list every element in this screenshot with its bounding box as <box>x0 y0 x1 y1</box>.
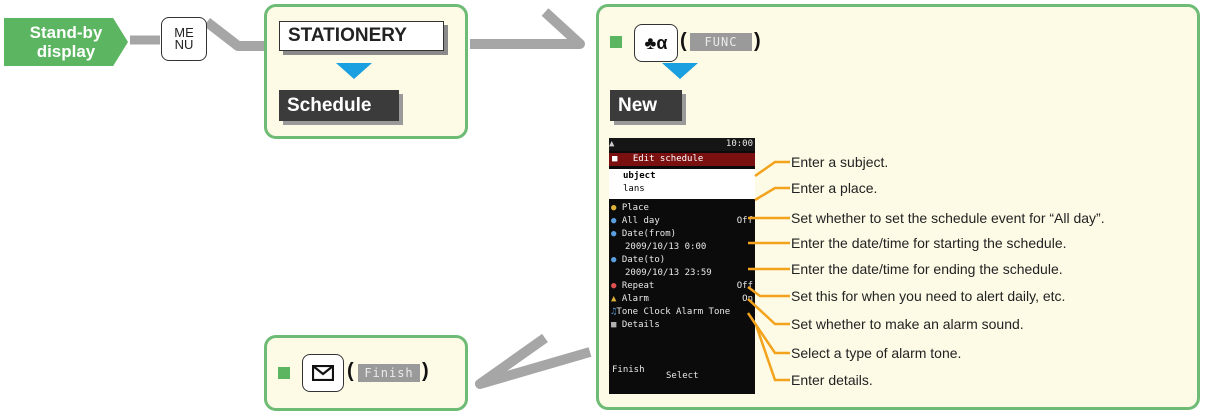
row-tone: ♫Tone Clock Alarm Tone <box>609 306 755 319</box>
function-key-icon: ♣α <box>634 24 678 62</box>
row-text: Date(to) <box>621 255 666 265</box>
details-icon: ■ <box>611 320 617 330</box>
close-paren: ) <box>422 360 429 382</box>
connector-step2-to-finish <box>475 333 592 389</box>
row-text: Repeat <box>621 281 655 291</box>
row-date-from: ● Date(from) <box>609 228 755 241</box>
callout-repeat: Set this for when you need to alert dail… <box>791 288 1066 304</box>
callout-line-place <box>754 186 790 202</box>
row-text: Place <box>621 203 649 213</box>
callout-line-alarm <box>747 298 790 326</box>
header-icon: ■ <box>612 154 618 164</box>
callout-line-subject <box>754 160 790 178</box>
softkey-finish: Finish <box>612 365 645 375</box>
row-details: ■ Details <box>609 319 755 332</box>
envelope-icon <box>312 365 334 381</box>
callout-details: Enter details. <box>791 372 873 388</box>
repeat-value: Off <box>736 281 753 291</box>
subject-value-text: lans <box>623 184 645 194</box>
row-text: Date(from) <box>621 229 677 239</box>
subject-value: lans <box>609 183 755 196</box>
bullet-square <box>610 36 622 48</box>
connector-step1-to-step2 <box>470 8 585 49</box>
row-date-from-value: 2009/10/13 0:00 <box>609 241 755 254</box>
row-text: All day <box>621 216 660 226</box>
screen-softkeys: Finish Select <box>609 364 755 381</box>
callout-line-repeat <box>747 286 790 298</box>
allday-value: Off <box>736 216 753 226</box>
clock-icon: ● <box>611 255 617 265</box>
callout-date-to: Enter the date/time for ending the sched… <box>791 261 1063 277</box>
phone-screen: ▲ 10:00 ■ Edit schedule ubject lans ● Pl… <box>609 138 755 394</box>
tone-icon: ♫ <box>611 307 617 317</box>
subject-field <box>609 169 755 199</box>
row-text: Details <box>621 320 660 330</box>
schedule-label: Schedule <box>279 90 399 121</box>
arrow-down-icon <box>336 63 372 79</box>
mail-key-icon <box>302 354 344 392</box>
row-place: ● Place <box>609 202 755 215</box>
row-allday: ● All day Off <box>609 215 755 228</box>
row-alarm: ▲ Alarm On <box>609 293 755 306</box>
menu-key-bottom: NU <box>174 37 194 52</box>
function-key-glyph: ♣α <box>644 32 668 53</box>
callout-line-details <box>754 324 790 382</box>
callout-alarm: Set whether to make an alarm sound. <box>791 316 1024 332</box>
arrow-down-icon <box>662 63 698 79</box>
signal-icon: ▲ <box>609 139 615 149</box>
callout-subject: Enter a subject. <box>791 154 889 170</box>
callout-place: Enter a place. <box>791 180 878 196</box>
standby-line1: Stand-by <box>29 23 103 42</box>
menu-key-icon: ME NU <box>161 17 207 61</box>
menu-key-top: ME <box>174 25 194 40</box>
row-text: Alarm <box>621 294 649 304</box>
finish-softkey: Finish <box>358 364 420 382</box>
callout-allday: Set whether to set the schedule event fo… <box>791 210 1105 226</box>
repeat-icon: ● <box>611 281 617 291</box>
alarm-value: On <box>742 294 753 304</box>
subject-text: ubject <box>623 171 656 181</box>
bullet-square <box>278 367 290 379</box>
clock-icon: ● <box>611 216 617 226</box>
row-text: Tone Clock Alarm Tone <box>616 307 731 317</box>
row-text: 2009/10/13 0:00 <box>625 242 707 252</box>
connector-menu-to-stationery <box>203 18 268 51</box>
callout-date-from: Enter the date/time for starting the sch… <box>791 235 1067 251</box>
place-icon: ● <box>611 203 617 213</box>
row-repeat: ● Repeat Off <box>609 280 755 293</box>
row-date-to-value: 2009/10/13 23:59 <box>609 267 755 280</box>
callout-tone: Select a type of alarm tone. <box>791 345 962 361</box>
status-bar: ▲ 10:00 <box>609 138 755 151</box>
subject-label: ubject <box>609 170 755 183</box>
new-label: New <box>610 90 682 121</box>
func-softkey: FUNC <box>690 33 752 51</box>
alarm-icon: ▲ <box>611 294 617 304</box>
clock-icon: ● <box>611 229 617 239</box>
open-paren: ( <box>680 30 687 52</box>
stationery-label: STATIONERY <box>279 21 444 51</box>
row-text: 2009/10/13 23:59 <box>625 268 712 278</box>
softkey-select: Select <box>666 371 699 381</box>
close-paren: ) <box>754 30 761 52</box>
screen-header: ■ Edit schedule <box>609 153 755 166</box>
screen-title: Edit schedule <box>632 154 704 164</box>
status-time: 10:00 <box>725 139 753 149</box>
open-paren: ( <box>347 360 354 382</box>
standby-line2: display <box>36 42 96 61</box>
row-date-to: ● Date(to) <box>609 254 755 267</box>
